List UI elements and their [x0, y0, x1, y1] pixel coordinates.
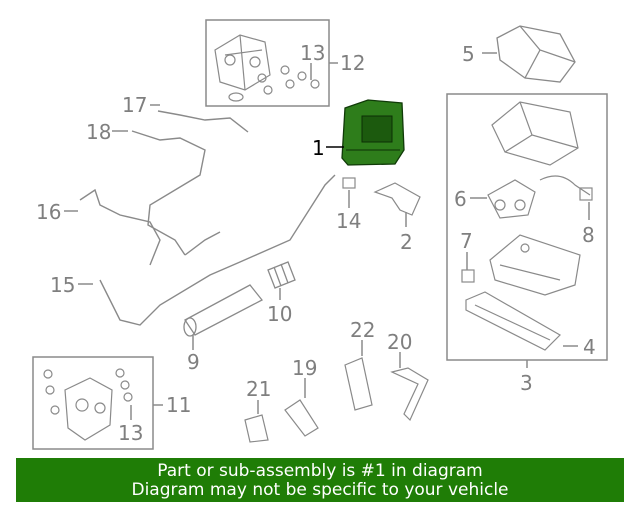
footer-banner: Part or sub-assembly is #1 in diagram Di…	[16, 458, 624, 502]
part-1-control-module	[341, 99, 405, 166]
callout-11: 11	[166, 393, 191, 417]
part-2-bracket	[373, 182, 421, 216]
harness-16-17-18	[79, 110, 336, 326]
callout-4: 4	[583, 335, 596, 359]
callout-22: 22	[350, 318, 375, 342]
callout-8: 8	[582, 223, 595, 247]
callout-13b: 13	[118, 421, 143, 445]
callout-20: 20	[387, 330, 412, 354]
callout-9: 9	[187, 350, 200, 374]
part-5-cover	[496, 25, 576, 83]
parts-diagram: 1 2 3 4 5 6 7 8 9 10 11 12 13 13 14 15 1…	[32, 19, 608, 450]
callout-18: 18	[86, 120, 111, 144]
callout-10: 10	[267, 302, 292, 326]
footer-line-1: Part or sub-assembly is #1 in diagram	[157, 461, 483, 481]
callout-7: 7	[460, 229, 473, 253]
callout-5: 5	[462, 42, 475, 66]
part-10-boot	[267, 261, 296, 289]
footer-line-2: Diagram may not be specific to your vehi…	[131, 480, 509, 500]
callout-13a: 13	[300, 41, 325, 65]
callout-12: 12	[340, 51, 365, 75]
inset-box-11	[32, 356, 154, 450]
callout-17: 17	[122, 93, 147, 117]
callout-19: 19	[292, 356, 317, 380]
part-9-tube	[183, 284, 264, 337]
part-14-clip	[342, 177, 356, 189]
callout-6: 6	[454, 187, 467, 211]
callout-1: 1	[312, 136, 325, 160]
callout-14: 14	[336, 209, 361, 233]
callout-16: 16	[36, 200, 61, 224]
callout-21: 21	[246, 377, 271, 401]
callout-2: 2	[400, 230, 413, 254]
callout-3: 3	[520, 371, 533, 395]
parts-19-22-sensors	[244, 357, 429, 443]
callout-15: 15	[50, 273, 75, 297]
